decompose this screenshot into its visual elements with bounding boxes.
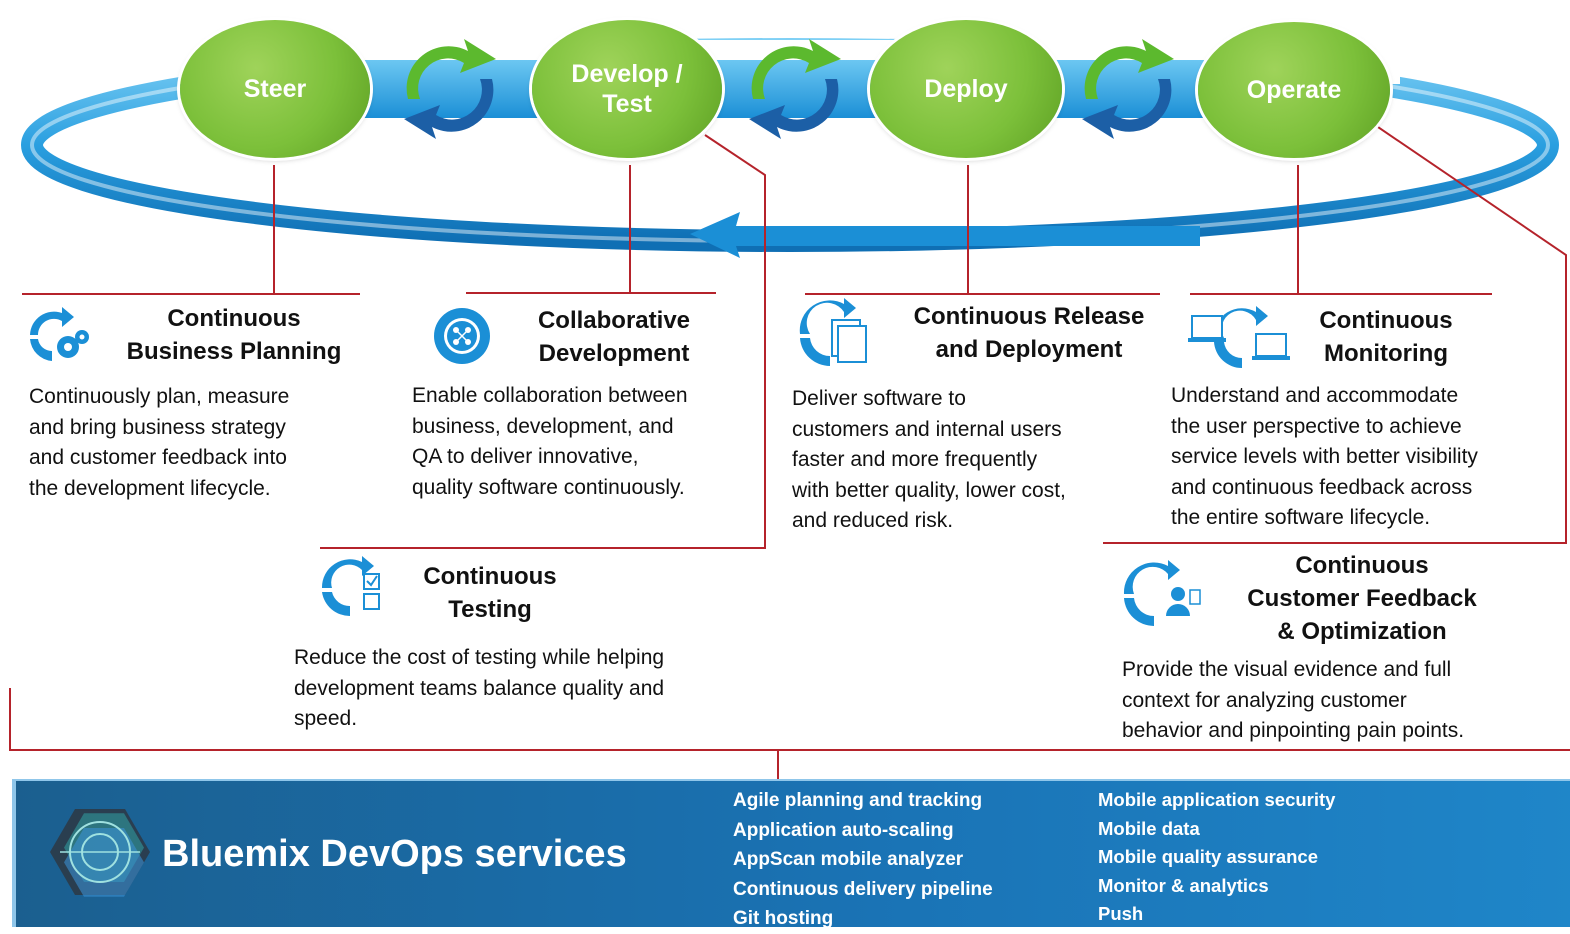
cycle-arrows-2: [749, 39, 841, 139]
collaborative-development-title: Collaborative Development: [537, 307, 691, 367]
bluemix-banner: [12, 780, 1570, 927]
service-item: Monitor & analytics: [1098, 874, 1269, 896]
phase-label: Operate: [1246, 76, 1342, 104]
user-cycle-icon: [1123, 560, 1201, 627]
service-item: Mobile data: [1098, 817, 1200, 839]
return-arrow: [690, 212, 1200, 258]
business-planning-description: Continuously plan, measure and bring bus…: [29, 385, 290, 500]
feedback-description: Provide the visual evidence and full con…: [1122, 658, 1465, 742]
connector-lines: [9, 124, 1570, 780]
bluemix-title: Bluemix DevOps services: [162, 833, 627, 875]
devices-cycle-icon: [1188, 306, 1290, 369]
bluemix-hexagon-logo: [50, 809, 150, 897]
monitoring-description: Understand and accommodate the user pers…: [1171, 384, 1478, 529]
release-deployment-title: Continuous Release and Deployment: [913, 303, 1145, 363]
phase-develop-test: Develop / Test: [532, 20, 722, 158]
collaborative-development-description: Enable collaboration between business, d…: [412, 384, 688, 499]
service-item: Application auto-scaling: [733, 819, 954, 841]
testing-title: Continuous Testing: [423, 563, 557, 623]
feedback-title: Continuous Customer Feedback & Optimizat…: [1247, 552, 1477, 645]
phase-deploy: Deploy: [870, 20, 1062, 158]
service-item: Mobile quality assurance: [1098, 846, 1319, 867]
phase-operate: Operate: [1198, 22, 1390, 158]
checklist-cycle-icon: [321, 556, 380, 617]
monitoring-title: Continuous Monitoring: [1319, 307, 1453, 367]
gears-cycle-icon: [30, 307, 89, 361]
testing-description: Reduce the cost of testing while helping…: [294, 646, 665, 730]
services-column-2: Mobile application security Mobile data …: [1098, 786, 1335, 929]
documents-cycle-icon: [799, 298, 867, 367]
service-item: Mobile application security: [1098, 789, 1336, 810]
phase-label: Deploy: [924, 75, 1008, 103]
services-column-1: Agile planning and tracking Application …: [733, 786, 993, 934]
service-item: Continuous delivery pipeline: [733, 878, 993, 900]
phase-label: Steer: [243, 75, 307, 103]
phase-band: [280, 60, 1300, 118]
business-planning-title: Continuous Business Planning: [126, 305, 342, 365]
service-item: Git hosting: [733, 908, 834, 929]
service-item: Agile planning and tracking: [733, 790, 983, 811]
release-deployment-description: Deliver software to customers and intern…: [792, 387, 1066, 532]
service-item: AppScan mobile analyzer: [733, 849, 964, 870]
phase-label: Develop / Test: [571, 60, 683, 118]
service-item: Push: [1098, 903, 1144, 924]
cycle-arrows-1: [404, 39, 496, 139]
network-cycle-icon: [434, 308, 490, 364]
phase-steer: Steer: [180, 20, 370, 158]
cycle-arrows-3: [1082, 39, 1174, 139]
